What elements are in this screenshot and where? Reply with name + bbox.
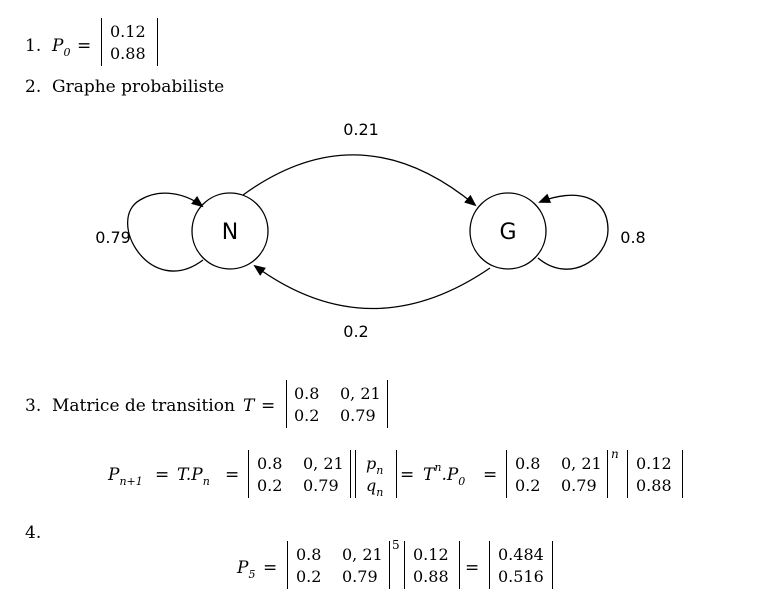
recurrence-vector2-left-bar: [627, 450, 628, 498]
recurrence-matrix-cell: 0.2: [257, 476, 283, 495]
item3-number: 3.: [25, 396, 42, 416]
edge-g-loop: [537, 193, 609, 270]
recurrence-vector-left-bar: [355, 450, 356, 498]
item4-vector-entry: 0.88: [413, 567, 449, 586]
item3-matrix-cell: 0.79: [340, 406, 376, 425]
item3-symbol: T: [243, 396, 255, 416]
recurrence-matrix-left-bar: [248, 450, 249, 498]
edge-n-to-g: [242, 154, 477, 207]
recurrence-matrix2-cell: 0, 21: [561, 454, 602, 473]
node-n-label: N: [222, 220, 238, 245]
item4-result-right-bar: [552, 541, 553, 589]
edge-label-g-loop: 0.8: [620, 228, 645, 247]
recurrence-lhs-symbol: P: [108, 465, 120, 485]
item4-matrix-right-bar: [389, 541, 390, 589]
recurrence-vector-q-subscript: n: [376, 486, 384, 499]
item3-equals: =: [261, 396, 276, 416]
item4-equals-2: =: [465, 558, 480, 578]
item4-result-left-bar: [489, 541, 490, 589]
recurrence-p0-symbol: .P: [441, 465, 459, 485]
item1-vector-entry: 0.12: [110, 22, 146, 41]
recurrence-matrix-cell: 0, 21: [303, 454, 344, 473]
recurrence-matrix-cell: 0.79: [303, 476, 339, 495]
recurrence-equals-1: =: [155, 465, 170, 485]
edge-label-n-loop: 0.79: [95, 228, 131, 247]
item4-result-entry: 0.484: [498, 545, 544, 564]
recurrence-equals-4: =: [483, 465, 498, 485]
recurrence-vector2-entry: 0.12: [636, 454, 672, 473]
recurrence-lhs-subscript: n+1: [119, 475, 143, 488]
recurrence-equals-2: =: [225, 465, 240, 485]
item1-vector-right-bar: [157, 18, 158, 66]
item4-equals: =: [263, 558, 278, 578]
item3-matrix-cell: 0.8: [294, 384, 320, 403]
recurrence-vector-right-bar: [396, 450, 397, 498]
item4-matrix-cell: 0, 21: [342, 545, 383, 564]
node-g-circle: [469, 192, 547, 270]
item1-number: 1.: [25, 36, 42, 56]
recurrence-matrix2-cell: 0.2: [515, 476, 541, 495]
recurrence-tp-symbol: T.P: [177, 465, 203, 485]
recurrence-matrix2-cell: 0.8: [515, 454, 541, 473]
item4-matrix-left-bar: [287, 541, 288, 589]
recurrence-vector-p: pn: [366, 454, 384, 477]
recurrence-matrix2-right-bar: [607, 450, 608, 498]
node-g-label: G: [499, 220, 516, 245]
recurrence-tn-superscript: n: [434, 461, 442, 474]
item4-vector-entry: 0.12: [413, 545, 449, 564]
item1-vector-left-bar: [101, 18, 102, 66]
item4-matrix-cell: 0.8: [296, 545, 322, 564]
item4-lhs-subscript: 5: [248, 568, 256, 581]
item4-vector-left-bar: [404, 541, 405, 589]
recurrence-vector-q: qn: [366, 476, 384, 499]
recurrence-matrix2-cell: 0.79: [561, 476, 597, 495]
recurrence-tp: T.Pn: [177, 465, 210, 488]
edge-g-to-n: [253, 264, 491, 310]
item2-number: 2.: [25, 77, 42, 97]
item2-title: Graphe probabiliste: [52, 77, 225, 97]
recurrence-lhs: Pn+1: [108, 465, 143, 488]
item4-matrix-power: 5: [392, 538, 400, 552]
recurrence-matrix2-left-bar: [506, 450, 507, 498]
recurrence-matrix2-power: n: [611, 447, 619, 461]
recurrence-equals-3: =: [400, 465, 415, 485]
item4-lhs: P5: [237, 558, 256, 581]
recurrence-matrix-cell: 0.8: [257, 454, 283, 473]
recurrence-vector2-right-bar: [682, 450, 683, 498]
item3-matrix-right-bar: [387, 380, 388, 428]
item3-text: Matrice de transition: [52, 396, 235, 416]
item1-lhs: P0: [52, 36, 71, 59]
item1-equals: =: [77, 36, 92, 56]
edge-label-g-to-n: 0.2: [343, 322, 368, 341]
recurrence-tn: Tn.P0: [423, 461, 466, 488]
item4-matrix-cell: 0.79: [342, 567, 378, 586]
edge-n-loop: [127, 192, 204, 272]
recurrence-vector-p-symbol: p: [366, 454, 377, 473]
item1-lhs-subscript: 0: [63, 46, 71, 59]
item4-vector-right-bar: [459, 541, 460, 589]
item4-number: 4.: [25, 523, 42, 543]
item1-vector-entry: 0.88: [110, 44, 146, 63]
recurrence-p0-subscript: 0: [458, 475, 466, 488]
recurrence-tp-subscript: n: [202, 475, 210, 488]
recurrence-vector-q-symbol: q: [366, 476, 377, 495]
recurrence-tn-symbol: T: [423, 465, 435, 485]
node-n-circle: [191, 192, 269, 270]
recurrence-matrix-right-bar: [350, 450, 351, 498]
recurrence-vector-p-subscript: n: [376, 464, 384, 477]
item3-matrix-cell: 0.2: [294, 406, 320, 425]
item1-lhs-symbol: P: [52, 36, 64, 56]
edge-label-n-to-g: 0.21: [343, 120, 379, 139]
item4-matrix-cell: 0.2: [296, 567, 322, 586]
item3-matrix-cell: 0, 21: [340, 384, 381, 403]
recurrence-vector2-entry: 0.88: [636, 476, 672, 495]
item3-matrix-left-bar: [286, 380, 287, 428]
item4-lhs-symbol: P: [237, 558, 249, 578]
item4-result-entry: 0.516: [498, 567, 544, 586]
